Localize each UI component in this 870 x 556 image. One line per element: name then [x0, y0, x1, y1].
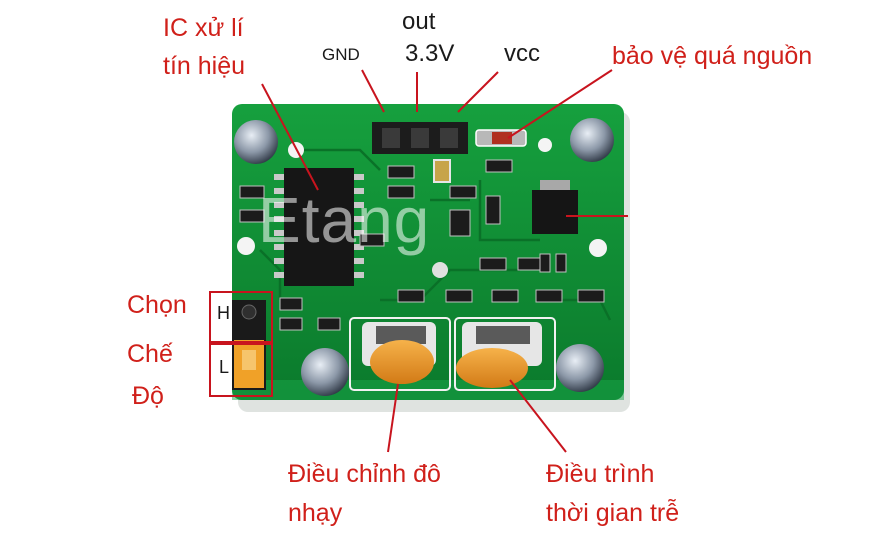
label-gnd: GND	[322, 45, 360, 64]
mode-label-h: H	[217, 303, 230, 323]
label-3v3: 3.3V	[405, 40, 455, 67]
label-ic-line1: IC xử lí	[163, 14, 244, 42]
pointer-vcc	[457, 71, 499, 113]
pointer-gnd	[361, 69, 385, 113]
label-protect: bảo vệ quá nguồn	[612, 42, 813, 70]
signal-processing-ic	[274, 168, 364, 286]
pointer-protect	[507, 69, 613, 139]
mounting-screw-top-left	[234, 120, 278, 164]
mounting-screw-bottom-right	[556, 344, 604, 392]
mode-label-l: L	[219, 357, 230, 377]
label-mode-line2: Chế	[127, 340, 173, 368]
sensitivity-potentiometer	[362, 322, 436, 384]
label-out: out	[402, 8, 436, 35]
watermark-text: Etang	[258, 184, 431, 256]
delay-potentiometer	[456, 322, 542, 388]
voltage-regulator	[532, 190, 578, 234]
mounting-screw-top-right	[570, 118, 614, 162]
label-vcc: vcc	[504, 40, 540, 67]
label-mode-line3: Độ	[132, 382, 164, 410]
pointer-delay	[509, 379, 567, 453]
label-delay-line1: Điều trình	[546, 460, 655, 488]
mode-select-box-l	[209, 343, 273, 397]
mode-select-box-h	[209, 291, 273, 343]
pointer-sensitivity	[387, 383, 399, 453]
label-sensitivity-line2: nhạy	[288, 499, 343, 527]
label-ic-line2: tín hiệu	[163, 52, 246, 80]
label-delay-line2: thời gian trễ	[546, 499, 680, 527]
pointer-ic	[261, 83, 319, 191]
label-mode-line1: Chọn	[127, 291, 187, 319]
mounting-screw-bottom-left	[301, 348, 349, 396]
label-sensitivity-line1: Điều chỉnh đô	[288, 460, 441, 488]
